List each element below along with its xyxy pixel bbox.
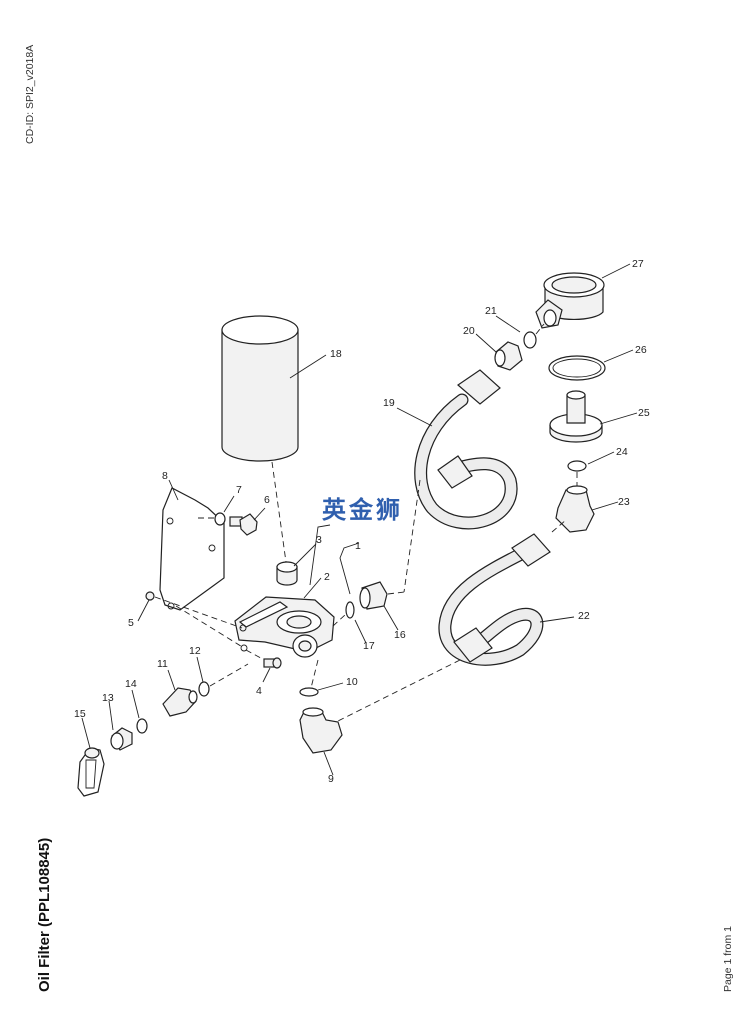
part-4-bolt: [263, 657, 282, 669]
part-26-ring: [548, 355, 606, 381]
callout-16: 16: [394, 629, 406, 641]
callout-23: 23: [618, 496, 630, 508]
part-27-housing: [535, 272, 605, 329]
part-11-sender: [162, 687, 198, 717]
callout-9: 9: [328, 773, 334, 785]
callout-22: 22: [578, 610, 590, 622]
part-20-adapter: [494, 341, 523, 371]
callout-21: 21: [485, 305, 497, 317]
part-2-filter-head: [234, 596, 335, 658]
leader-lines: [81, 263, 638, 776]
part-19-hose: [414, 369, 518, 530]
part-3-nipple: [276, 561, 298, 586]
part-10-o-ring: [299, 687, 319, 697]
part-5-nut: [145, 591, 155, 601]
callout-15: 15: [74, 708, 86, 720]
callout-25: 25: [638, 407, 650, 419]
callout-13: 13: [102, 692, 114, 704]
callout-20: 20: [463, 325, 475, 337]
callout-3: 3: [316, 534, 322, 546]
part-12-washer: [198, 681, 210, 697]
part-6-bolt: [229, 513, 258, 536]
callout-2: 2: [324, 571, 330, 583]
part-24-o-ring: [567, 460, 587, 472]
part-8-bracket: [159, 487, 225, 611]
callout-7: 7: [236, 484, 242, 496]
callout-17: 17: [363, 640, 375, 652]
callout-1: 1: [355, 540, 361, 552]
callout-5: 5: [128, 617, 134, 629]
part-16-adapter: [359, 581, 388, 610]
callout-8: 8: [162, 470, 168, 482]
watermark-text: 英金狮: [322, 496, 403, 524]
part-15-plug: [77, 747, 105, 797]
callout-26: 26: [635, 344, 647, 356]
callout-27: 27: [632, 258, 644, 270]
callout-11: 11: [157, 658, 168, 670]
part-21-o-ring: [523, 331, 537, 349]
part-25-valve: [549, 390, 603, 443]
part-13-adapter: [110, 727, 133, 751]
part-22-hose: [438, 533, 551, 666]
part-17-o-ring: [345, 601, 355, 619]
part-23-elbow: [555, 485, 595, 533]
part-9-elbow: [299, 707, 343, 754]
callout-4: 4: [256, 685, 262, 697]
part-14-o-ring: [136, 718, 148, 734]
callout-10: 10: [346, 676, 358, 688]
callout-18: 18: [330, 348, 342, 360]
part-18-filter: [221, 315, 299, 462]
part-7-washer: [214, 512, 226, 526]
callout-12: 12: [189, 645, 201, 657]
callout-14: 14: [125, 678, 137, 690]
callout-6: 6: [264, 494, 270, 506]
callout-19: 19: [383, 397, 395, 409]
callout-24: 24: [616, 446, 628, 458]
